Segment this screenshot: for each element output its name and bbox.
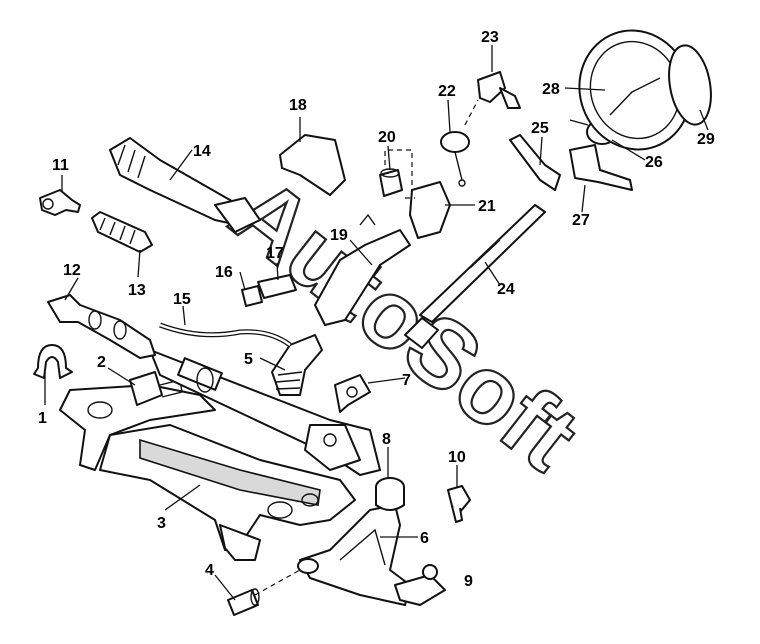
part-sensor [447, 485, 471, 523]
callout-27: 27 [572, 212, 590, 229]
callout-11: 11 [52, 157, 69, 174]
part-bushing [129, 371, 183, 406]
part-tie-rod [47, 294, 156, 359]
part-ignition-ring [440, 131, 470, 187]
part-hose [159, 322, 292, 348]
callout-17: 17 [266, 245, 284, 262]
callout-2: 2 [97, 354, 106, 371]
callout-22: 22 [438, 83, 456, 100]
callout-25: 25 [531, 120, 549, 137]
callout-23: 23 [481, 29, 499, 46]
callout-8: 8 [382, 431, 391, 448]
part-stalk-switch-right [569, 144, 633, 191]
part-bellows [91, 211, 153, 253]
part-clip [241, 285, 263, 307]
part-column-housing [409, 181, 451, 239]
callout-1: 1 [38, 410, 47, 427]
part-ball-joint [394, 564, 446, 606]
callout-28: 28 [542, 81, 560, 98]
callout-4: 4 [205, 562, 214, 579]
callout-15: 15 [173, 291, 191, 308]
part-rack-boot [109, 137, 261, 233]
callout-16: 16 [215, 264, 233, 281]
part-key [477, 71, 521, 109]
part-sleeve [227, 588, 260, 616]
dashed-lines [254, 99, 479, 596]
callout-13: 13 [128, 282, 146, 299]
part-joint [334, 374, 371, 413]
leader-lines [44, 45, 709, 601]
part-steering-shaft [404, 204, 546, 349]
callout-3: 3 [157, 515, 166, 532]
callout-20: 20 [378, 129, 396, 146]
callout-5: 5 [244, 351, 253, 368]
part-bracket [257, 274, 297, 299]
callout-6: 6 [420, 530, 429, 547]
callout-26: 26 [645, 154, 663, 171]
callout-18: 18 [289, 97, 307, 114]
callout-19: 19 [330, 227, 348, 244]
callout-12: 12 [63, 262, 81, 279]
part-stalk-switch-left [509, 134, 561, 191]
part-horn-pad [668, 44, 712, 126]
callout-14: 14 [193, 143, 211, 160]
callout-7: 7 [402, 372, 411, 389]
part-clamp [33, 344, 73, 379]
part-shroud-upper [279, 134, 346, 196]
part-arm-bushing [375, 477, 405, 511]
callout-labels: 1 2 3 4 5 6 7 8 9 10 11 12 13 14 15 16 1… [38, 29, 715, 590]
part-steering-rack [149, 349, 381, 476]
part-subframe [59, 384, 356, 561]
part-tie-rod-end [39, 189, 81, 216]
part-control-arm [297, 504, 411, 606]
part-lock-barrel [379, 168, 403, 197]
part-column-bracket [314, 213, 411, 326]
callout-21: 21 [478, 198, 496, 215]
part-coupling-boot [271, 334, 323, 396]
callout-24: 24 [497, 281, 515, 298]
callout-9: 9 [464, 573, 473, 590]
callout-10: 10 [448, 449, 466, 466]
callout-29: 29 [697, 131, 715, 148]
